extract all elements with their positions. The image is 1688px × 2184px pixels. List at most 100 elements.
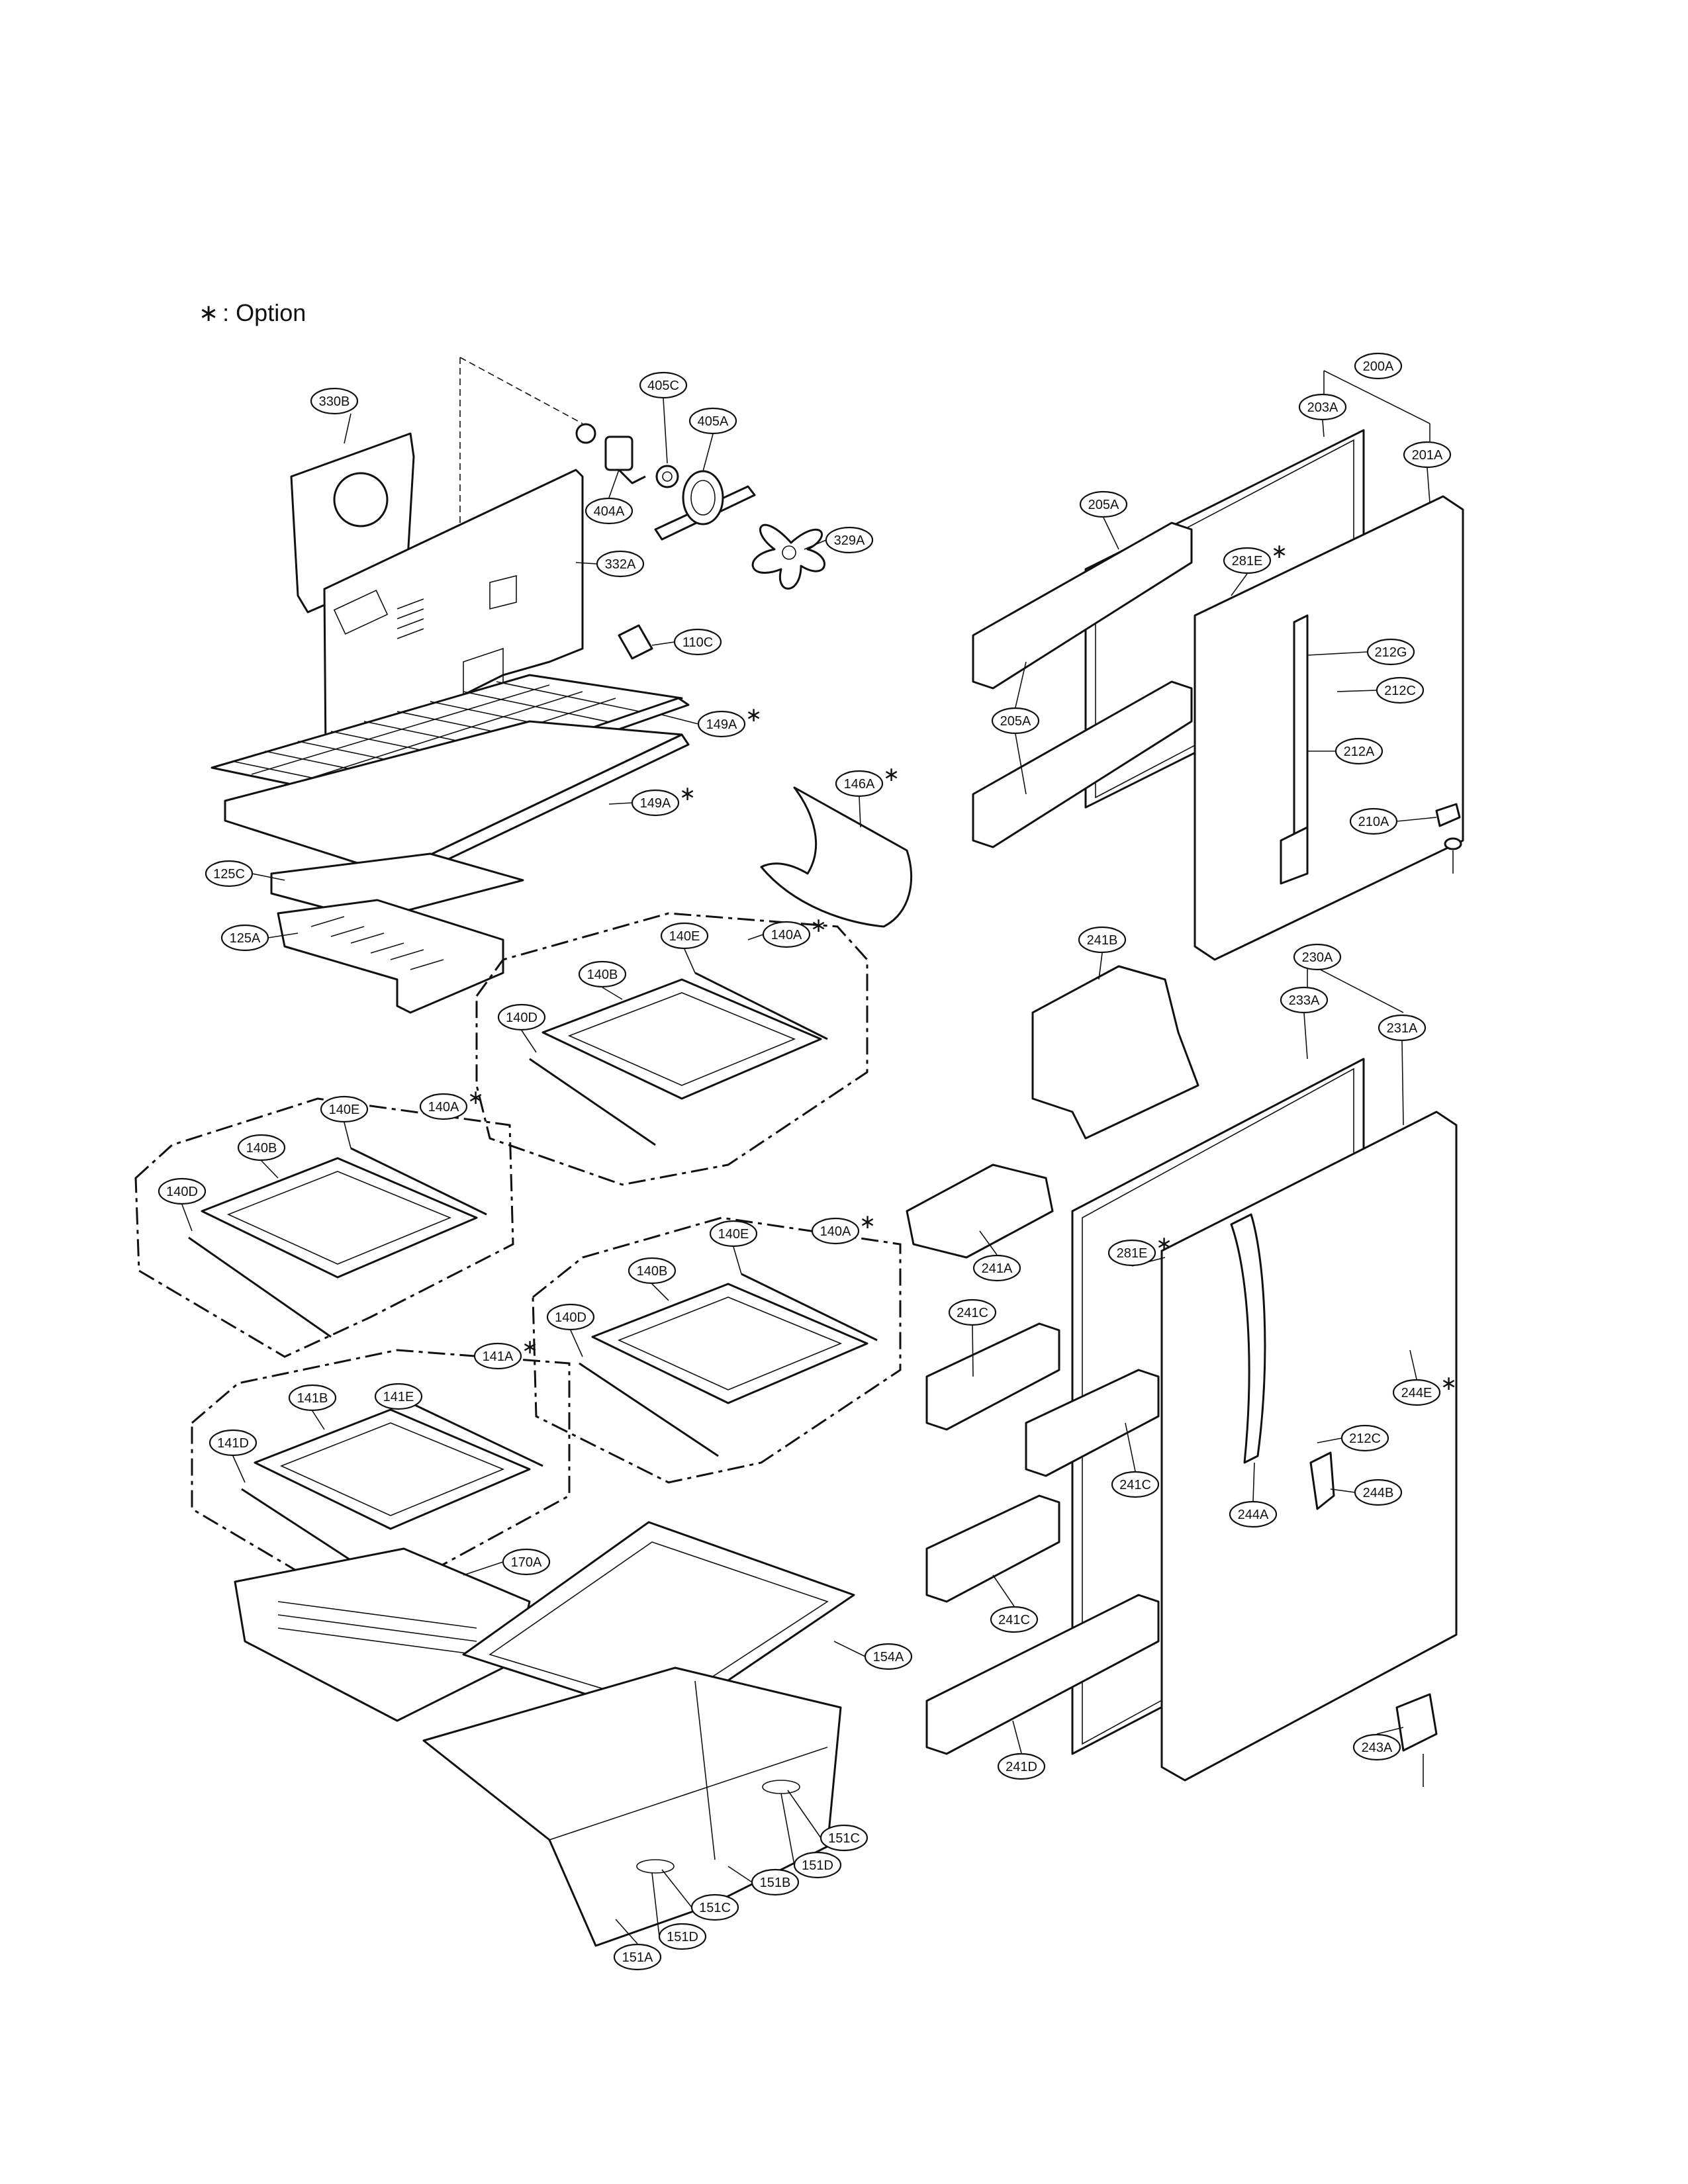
callout-oval [793,1851,842,1879]
option-star-marker: ∗ [1156,1233,1172,1255]
callout-231a: 231A [1378,1014,1427,1042]
option-star-marker: ∗ [859,1211,876,1233]
callout-label: 110C [682,635,713,650]
callout-label: 140B [246,1141,277,1156]
callout-label: 141A [483,1349,514,1364]
callout-oval [310,387,359,415]
callout-oval [660,922,709,950]
callout-oval [1392,1379,1441,1406]
callout-label: 212A [1344,745,1375,759]
callout-oval [820,1824,868,1852]
callout-oval [631,789,680,817]
callout-label: 233A [1289,993,1320,1008]
callout-oval [639,371,688,399]
callout-151c: 151C [820,1824,868,1852]
callout-140e: 140E [660,922,709,950]
callout-233a: 233A [1280,986,1329,1014]
shelf-groups [134,912,902,1596]
callout-label: 140D [166,1185,198,1199]
callout-oval [997,1752,1046,1780]
callout-oval [502,1548,551,1576]
callout-oval [751,1868,800,1896]
callout-oval [709,1220,758,1248]
callout-label: 125A [230,931,261,946]
callout-oval [1376,676,1425,704]
callout-244a: 244A [1229,1500,1278,1528]
callout-label: 212C [1384,684,1416,698]
callout-label: 281E [1232,554,1263,569]
callout-label: 404A [594,504,625,519]
callout-200a: 200A [1354,352,1403,380]
callout-140d: 140D [158,1177,207,1205]
callout-203a: 203A [1298,393,1347,421]
option-star-marker: ∗ [467,1087,484,1109]
callout-oval [835,770,884,797]
callout-154a: 154A [864,1643,913,1670]
callout-140b: 140B [237,1134,286,1161]
callout-oval [688,407,737,435]
callout-label: 201A [1412,448,1443,463]
callout-label: 140B [587,968,618,982]
callout-oval [596,550,645,578]
callout-151d: 151D [793,1851,842,1879]
callout-label: 151C [699,1901,731,1915]
callout-label: 281E [1117,1246,1148,1261]
callout-170a: 170A [502,1548,551,1576]
callout-140a: 140A∗ [419,1087,484,1120]
callout-oval [697,710,746,738]
callout-oval [613,1943,662,1971]
callout-244b: 244B [1354,1479,1403,1506]
option-star-marker: ∗ [522,1336,538,1358]
callout-205a: 205A [1079,490,1128,518]
callout-241b: 241B [1078,926,1127,954]
callout-140b: 140B [628,1257,677,1285]
callout-oval [578,960,627,988]
callout-140a: 140A∗ [811,1211,876,1245]
callout-label: 330B [319,394,350,409]
callout-241c: 241C [1111,1471,1160,1498]
callout-label: 140B [637,1264,668,1279]
callout-205a: 205A [991,707,1040,735]
callout-oval [473,1342,522,1370]
callout-oval [1378,1014,1427,1042]
callout-label: 243A [1362,1741,1393,1755]
callout-label: 140E [329,1103,360,1117]
callout-oval [864,1643,913,1670]
deflector-part [760,786,912,928]
callout-label: 329A [834,533,865,548]
callout-405c: 405C [639,371,688,399]
callout-oval [320,1095,369,1123]
callout-330b: 330B [310,387,359,415]
callout-oval [1340,1424,1389,1452]
callout-label: 241C [957,1306,988,1320]
callout-125c: 125C [205,860,254,887]
glass-shelves [188,972,878,1583]
callout-140e: 140E [320,1095,369,1123]
callout-oval [209,1429,258,1457]
callout-212c: 212C [1376,676,1425,704]
callout-label: 149A [640,796,671,811]
callout-201a: 201A [1403,441,1452,469]
callout-label: 244E [1401,1386,1432,1400]
option-legend: ∗: Option [199,299,306,327]
callout-151b: 151B [751,1868,800,1896]
callout-label: 151D [802,1858,833,1873]
callout-oval [1107,1239,1156,1267]
option-star-marker: ∗ [745,704,762,726]
callout-label: 140E [718,1227,749,1242]
callout-label: 146A [844,777,875,792]
callout-oval [585,497,633,525]
refrigerator-door-assembly [906,962,1458,1787]
callout-329a: 329A [825,526,874,554]
callout-label: 140D [555,1310,586,1325]
callout-oval [288,1384,337,1412]
callout-label: 170A [511,1555,542,1570]
callout-label: 125C [213,867,245,882]
callout-label: 231A [1387,1021,1418,1036]
callout-oval [1280,986,1329,1014]
callout-label: 230A [1302,950,1333,965]
callout-label: 200A [1363,359,1394,374]
callout-281e: 281E∗ [1223,541,1288,574]
callout-oval [1335,737,1383,765]
